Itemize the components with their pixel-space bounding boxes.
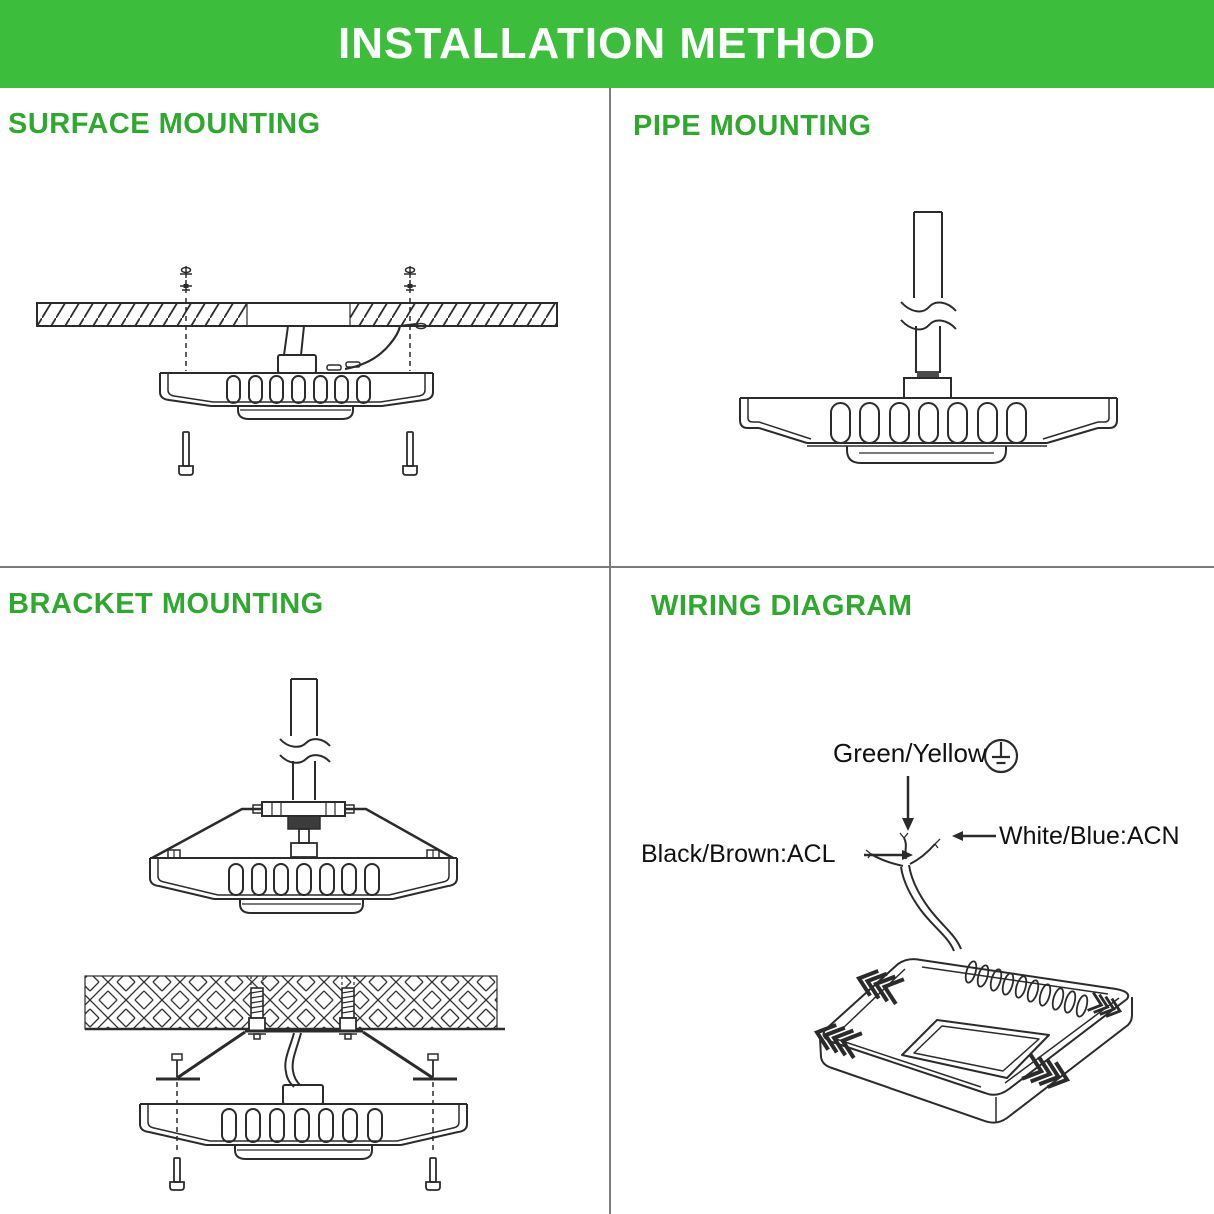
fixture-side-view [739,397,1118,464]
page-title: INSTALLATION METHOD [338,19,876,68]
section-pipe-mounting: PIPE MOUNTING [611,88,1214,566]
supply-cable [277,325,317,374]
section-title-bracket: BRACKET MOUNTING [8,588,324,620]
wiring-diagram-drawing [810,738,1133,1124]
surface-mounting-diagram [36,265,558,476]
fixture-side-view [159,372,434,420]
fixture-cable [900,864,962,952]
supply-cable [282,1032,324,1105]
ceiling-slab [36,302,558,327]
bracket-pipe-assembly [151,678,454,860]
arrow-down-icon [902,776,914,831]
ground-icon [983,738,1019,774]
fixture-side-view-lower [139,1103,468,1160]
bracket-mounting-diagram [84,678,505,1191]
section-title-pipe: PIPE MOUNTING [633,110,872,142]
section-bracket-mounting: BRACKET MOUNTING [0,568,607,1214]
fixture-3d-view [810,958,1133,1124]
arrow-left-icon [952,831,996,841]
masonry-ceiling [84,975,505,1031]
hookup-wire [326,322,427,371]
section-title-wiring: WIRING DIAGRAM [651,590,913,622]
wire-split [865,832,941,867]
vent-slots [964,960,1089,1018]
horizontal-divider [0,566,1214,568]
hanging-bracket [156,1029,457,1081]
pipe-mounting-diagram [739,211,1118,464]
neutral-wire-label: White/Blue:ACN [999,822,1180,850]
section-surface-mounting: SURFACE MOUNTING [0,88,607,566]
fixture-side-view-upper [149,857,458,914]
ground-wire-label: Green/Yellow [833,738,987,768]
header-banner: INSTALLATION METHOD [0,0,1214,88]
live-wire-label: Black/Brown:ACL [641,840,836,868]
vertical-divider [609,88,611,1214]
section-wiring-diagram: WIRING DIAGRAM [611,568,1214,1214]
section-title-surface: SURFACE MOUNTING [8,108,321,140]
mounting-pipe [900,211,957,399]
